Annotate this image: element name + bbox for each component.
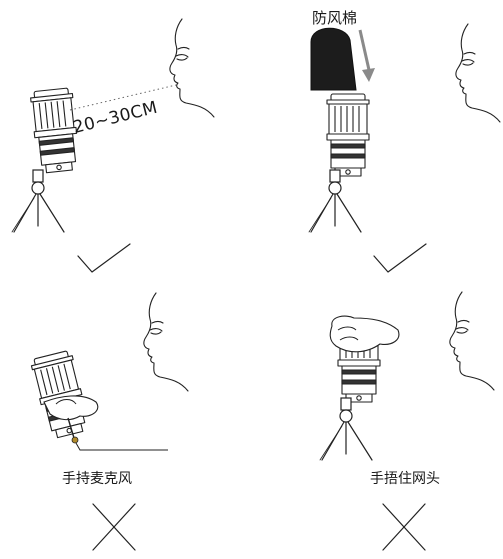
face-profile-icon bbox=[449, 291, 495, 391]
panel-bottom-left bbox=[29, 292, 189, 551]
mic-cable bbox=[75, 442, 168, 451]
caption-cover-grille: 手捂住网头 bbox=[370, 471, 440, 487]
cross-icon bbox=[92, 503, 136, 551]
face-profile-icon bbox=[143, 292, 189, 392]
distance-line bbox=[69, 84, 177, 111]
tripod-icon bbox=[11, 169, 65, 233]
check-icon bbox=[77, 243, 131, 273]
down-arrow-icon bbox=[358, 29, 375, 82]
panel-bottom-right bbox=[319, 291, 495, 551]
check-icon bbox=[373, 243, 427, 273]
hand-icon bbox=[43, 395, 99, 421]
cross-icon bbox=[382, 503, 426, 551]
microphone-icon bbox=[326, 93, 370, 177]
panel-top-right bbox=[308, 23, 501, 273]
panel-top-left bbox=[11, 18, 215, 273]
tripod-icon bbox=[308, 169, 362, 233]
face-profile-icon bbox=[169, 18, 215, 118]
mic-connector bbox=[67, 417, 75, 439]
caption-hand-held: 手持麦克风 bbox=[62, 471, 132, 487]
face-profile-icon bbox=[455, 23, 501, 123]
windscreen-label: 防风棉 bbox=[312, 9, 358, 27]
windscreen-icon bbox=[310, 27, 357, 91]
hand-icon bbox=[329, 315, 400, 353]
tripod-icon bbox=[319, 397, 373, 461]
microphone-icon bbox=[29, 349, 92, 441]
microphone-icon bbox=[29, 87, 81, 175]
